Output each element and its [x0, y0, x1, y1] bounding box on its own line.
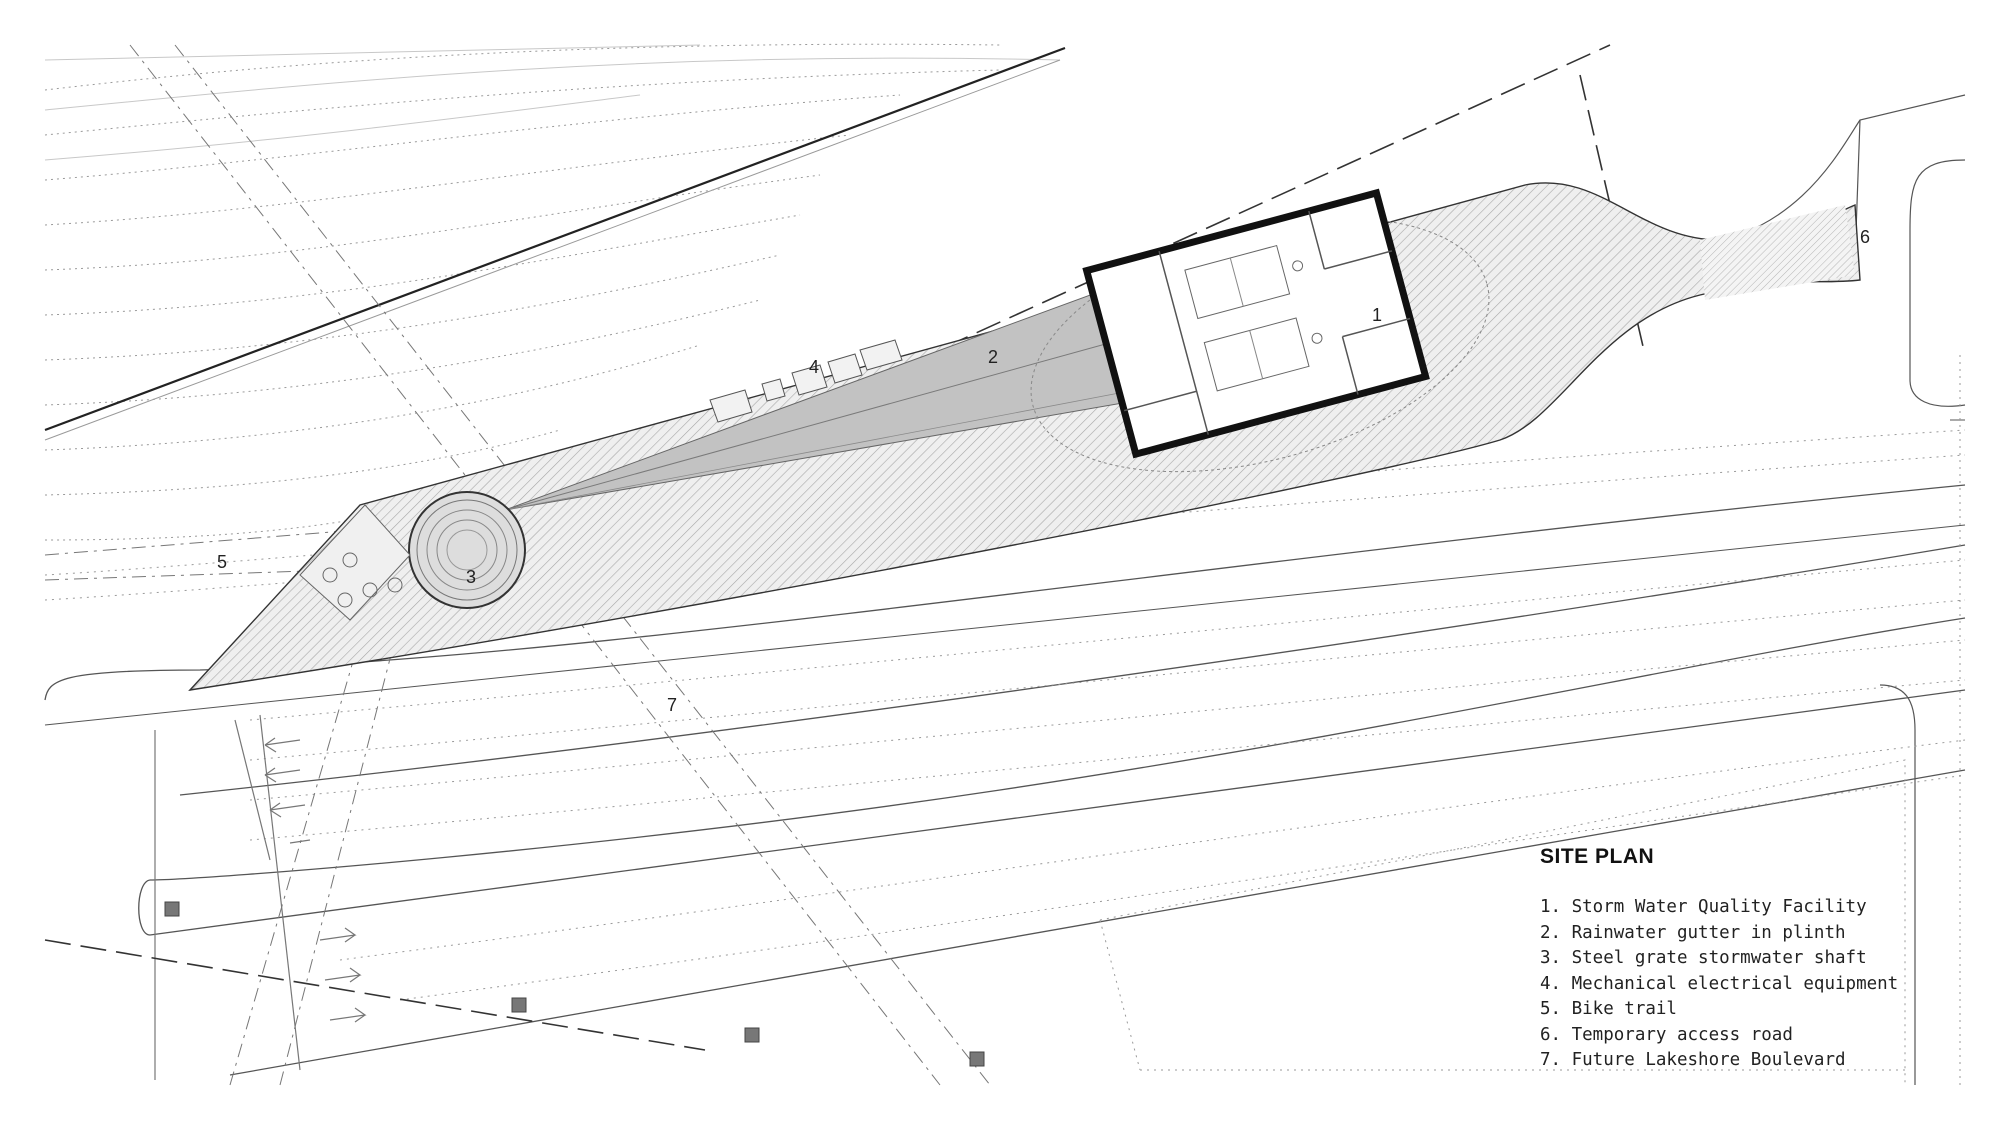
callout-7: 7 — [667, 695, 677, 715]
legend-item-1: 1. Storm Water Quality Facility — [1540, 897, 1867, 917]
legend-item-5: 5. Bike trail — [1540, 999, 1677, 1019]
legend-list: 1. Storm Water Quality Facility 2. Rainw… — [1540, 895, 1980, 1074]
legend-item-7: 7. Future Lakeshore Boulevard — [1540, 1050, 1846, 1070]
callout-1: 1 — [1372, 305, 1382, 325]
callout-6: 6 — [1860, 227, 1870, 247]
topography-contours-solid — [44, 44, 1061, 161]
legend-item-4: 4. Mechanical electrical equipment — [1540, 973, 1899, 994]
site-plinth — [188, 182, 1861, 691]
callout-3: 3 — [466, 567, 476, 587]
access-road — [1700, 205, 1855, 300]
legend-title: SITE PLAN — [1540, 845, 1655, 868]
callout-2: 2 — [988, 347, 998, 367]
callout-4: 4 — [809, 357, 819, 377]
site-plan-legend: SITE PLAN 1. Storm Water Quality Facilit… — [1540, 845, 1980, 1074]
steel-grate-shaft — [408, 491, 526, 609]
topography-contours — [44, 43, 1001, 541]
plaza-trees — [299, 504, 411, 621]
callout-5: 5 — [217, 552, 227, 572]
lane-arrows — [264, 737, 367, 1023]
legend-item-2: 2. Rainwater gutter in plinth — [1540, 922, 1846, 943]
sidewalk-lines — [154, 714, 301, 1080]
storm-water-facility-building — [1082, 188, 1430, 459]
bollards — [164, 901, 985, 1067]
legend-item-6: 6. Temporary access road — [1540, 1024, 1793, 1045]
legend-item-3: 3. Steel grate stormwater shaft — [1540, 948, 1867, 968]
mechanical-equipment — [709, 339, 903, 423]
